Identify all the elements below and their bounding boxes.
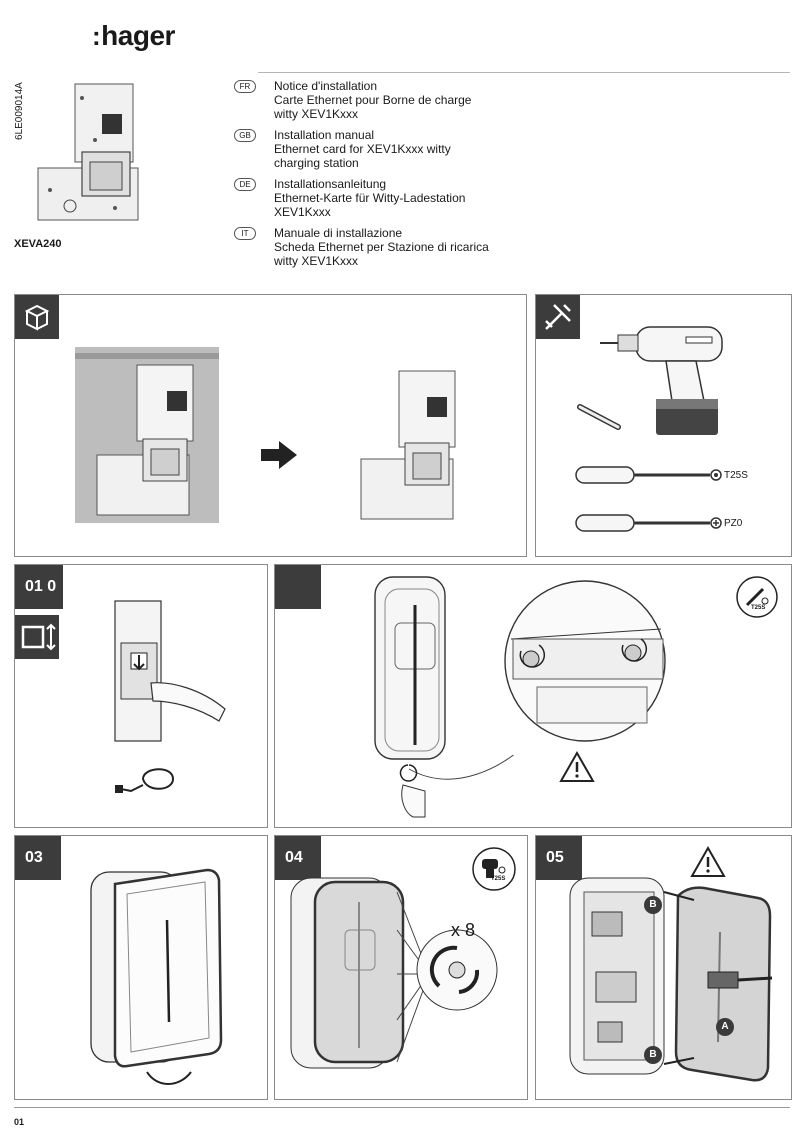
page-number: 01 xyxy=(14,1117,25,1127)
ev-charging-plug-icon xyxy=(115,768,175,793)
arrow-right-icon xyxy=(261,441,297,469)
ethernet-card-image xyxy=(37,83,139,221)
step-02-number-block xyxy=(275,565,321,609)
phillips-size-label: PZ0 xyxy=(724,518,743,529)
lang-code-it: IT xyxy=(234,227,256,240)
lang-code-de: DE xyxy=(234,178,256,191)
header-divider xyxy=(258,72,790,73)
panel-step-02: T25S xyxy=(274,564,792,828)
panel-step-05: 05 B A B xyxy=(535,835,792,1100)
step-01-number: 01 0 xyxy=(15,565,63,609)
zoom-screws-detail-image xyxy=(504,580,666,742)
screw-count-label: x 8 xyxy=(451,920,476,940)
cordless-drill-icon xyxy=(600,326,723,435)
step-05-number: 05 xyxy=(536,836,582,880)
panel-required-tools: T25S PZ0 xyxy=(535,294,792,557)
warning-triangle-icon xyxy=(559,751,595,782)
warning-triangle-icon xyxy=(690,846,726,877)
tilt-arrow-hand-image xyxy=(399,755,515,818)
step-04-number: 04 xyxy=(275,836,321,880)
torx-screwdriver-badge-icon xyxy=(736,576,778,618)
drill-badge-icon xyxy=(472,847,516,891)
lang-code-fr: FR xyxy=(234,80,256,93)
charging-station-front-image xyxy=(374,576,446,760)
circuit-breaker-hand-image xyxy=(114,600,226,742)
screwdriver-bit-icon xyxy=(577,404,621,430)
package-box-icon xyxy=(15,295,59,339)
station-cover-screws-image xyxy=(290,877,405,1069)
hager-logo: :hager xyxy=(92,20,175,51)
panel-step-04: 04 x 8 T25S xyxy=(274,835,528,1100)
step-04-tool-label: T25S xyxy=(491,876,506,882)
step-02-tool-label: T25S xyxy=(751,605,766,611)
screw-leader-lines xyxy=(396,891,430,1063)
callout-a: A xyxy=(716,1018,734,1036)
torx-screwdriver-icon xyxy=(575,466,722,484)
panel-step-03: 03 xyxy=(14,835,268,1100)
torx-size-label: T25S xyxy=(724,470,748,481)
callout-b-bottom: B xyxy=(644,1046,662,1064)
panel-package-contents xyxy=(14,294,527,557)
unscrew-rotation-icon xyxy=(416,929,498,1011)
card-in-package-image xyxy=(75,347,219,523)
footer-divider xyxy=(14,1107,790,1108)
tools-icon xyxy=(536,295,580,339)
callout-b-top: B xyxy=(644,896,662,914)
circuit-breaker-off-icon xyxy=(15,615,59,659)
phillips-screwdriver-icon xyxy=(575,514,722,532)
step-03-number: 03 xyxy=(15,836,61,880)
panel-step-01: 01 0 xyxy=(14,564,268,828)
lang-code-gb: GB xyxy=(234,129,256,142)
open-station-ethernet-cable-image xyxy=(569,877,773,1082)
remove-front-cover-image xyxy=(90,868,223,1085)
model-number: XEVA240 xyxy=(14,238,62,250)
ethernet-card-unpacked-image xyxy=(360,370,456,520)
